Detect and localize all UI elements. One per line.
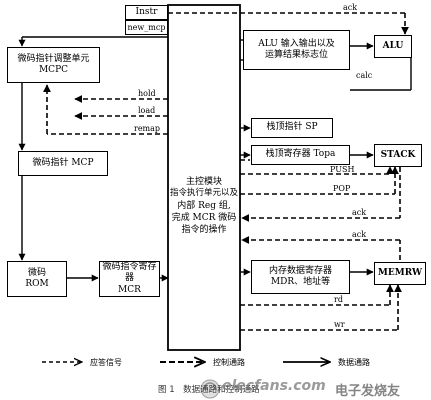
mdr-label-line2: MDR、地址等: [270, 277, 331, 287]
rom-label-line2: ROM: [25, 279, 49, 289]
alu-io-box: ALU 输入输出以及 运算结果标志位: [243, 30, 350, 70]
rom-label-line1: 微码: [27, 267, 46, 278]
instr-box: Instr: [125, 5, 168, 20]
new-mcp-label: new_mcp: [127, 22, 166, 32]
signal-rd: rd: [334, 295, 343, 304]
signal-push: PUSH: [330, 165, 355, 174]
mcp-label: 微码指针 MCP: [32, 157, 94, 168]
main-label-line2: 指令执行单元以及: [170, 188, 239, 199]
alu-io-label-line1: ALU 输入输出以及: [258, 38, 335, 49]
mdr-box: 内存数据寄存器 MDR、地址等: [251, 260, 350, 294]
mcr-box: 微码指令寄存器 MCR: [99, 261, 160, 297]
mcpc-box: 微码指针调整单元 MCPC: [7, 47, 100, 83]
main-module-text: 主控模块 指令执行单元以及 内部 Reg 组, 完成 MCR 微码 指令的操作: [170, 176, 238, 236]
signal-pop: POP: [333, 184, 351, 193]
signal-ack-mem: ack: [352, 230, 367, 239]
signal-wr: wr: [334, 320, 345, 329]
sp-box: 栈顶指针 SP: [251, 118, 333, 138]
mcr-label-line1: 微码指令寄存器: [102, 262, 157, 284]
memrw-label: MEMRW: [377, 267, 423, 278]
figure-caption: 图 1 数据通路和控制通路: [158, 385, 260, 395]
legend-response-label: 应答信号: [90, 358, 122, 367]
mcp-box: 微码指针 MCP: [18, 151, 108, 176]
main-label-line3: 内部 Reg 组,: [177, 200, 231, 211]
mcpc-label-line1: 微码指针调整单元: [17, 53, 90, 64]
sp-label: 栈顶指针 SP: [266, 122, 318, 133]
signal-load: load: [138, 106, 156, 115]
signal-ack-alu: ack: [343, 3, 358, 12]
topa-label: 栈顶寄存器 Topa: [265, 149, 336, 160]
topa-box: 栈顶寄存器 Topa: [251, 145, 350, 165]
watermark-cn: 电子发烧友: [335, 384, 401, 399]
signal-hold: hold: [138, 89, 156, 98]
stack-box: STACK: [374, 144, 422, 167]
alu-box: ALU: [374, 35, 412, 58]
legend-data-label: 数据通路: [338, 358, 370, 367]
main-label-line1: 主控模块: [185, 177, 222, 187]
alu-io-label-line2: 运算结果标志位: [264, 50, 328, 60]
mcpc-label-line2: MCPC: [38, 65, 69, 75]
watermark-site: elecfans.com: [222, 378, 326, 394]
mcr-label-line2: MCR: [118, 284, 141, 295]
main-label-line4: 完成 MCR 微码: [171, 212, 237, 223]
memrw-box: MEMRW: [374, 262, 426, 285]
data-paths: [18, 36, 412, 282]
stack-label: STACK: [380, 149, 416, 160]
mdr-label-line1: 内存数据寄存器: [268, 265, 332, 276]
signal-ack-stack: ack: [352, 208, 367, 217]
new-mcp-box: new_mcp: [125, 20, 168, 35]
control-paths: [43, 12, 409, 331]
rom-box: 微码 ROM: [7, 261, 67, 297]
signal-remap: remap: [134, 124, 161, 133]
legend-control-label: 控制通路: [213, 358, 245, 367]
main-label-line5: 指令的操作: [181, 224, 227, 235]
signal-calc: calc: [356, 71, 373, 80]
main-module-outline: [167, 4, 241, 351]
watermark-logo: [200, 379, 220, 399]
alu-label: ALU: [382, 40, 404, 51]
instr-label: Instr: [135, 6, 158, 17]
